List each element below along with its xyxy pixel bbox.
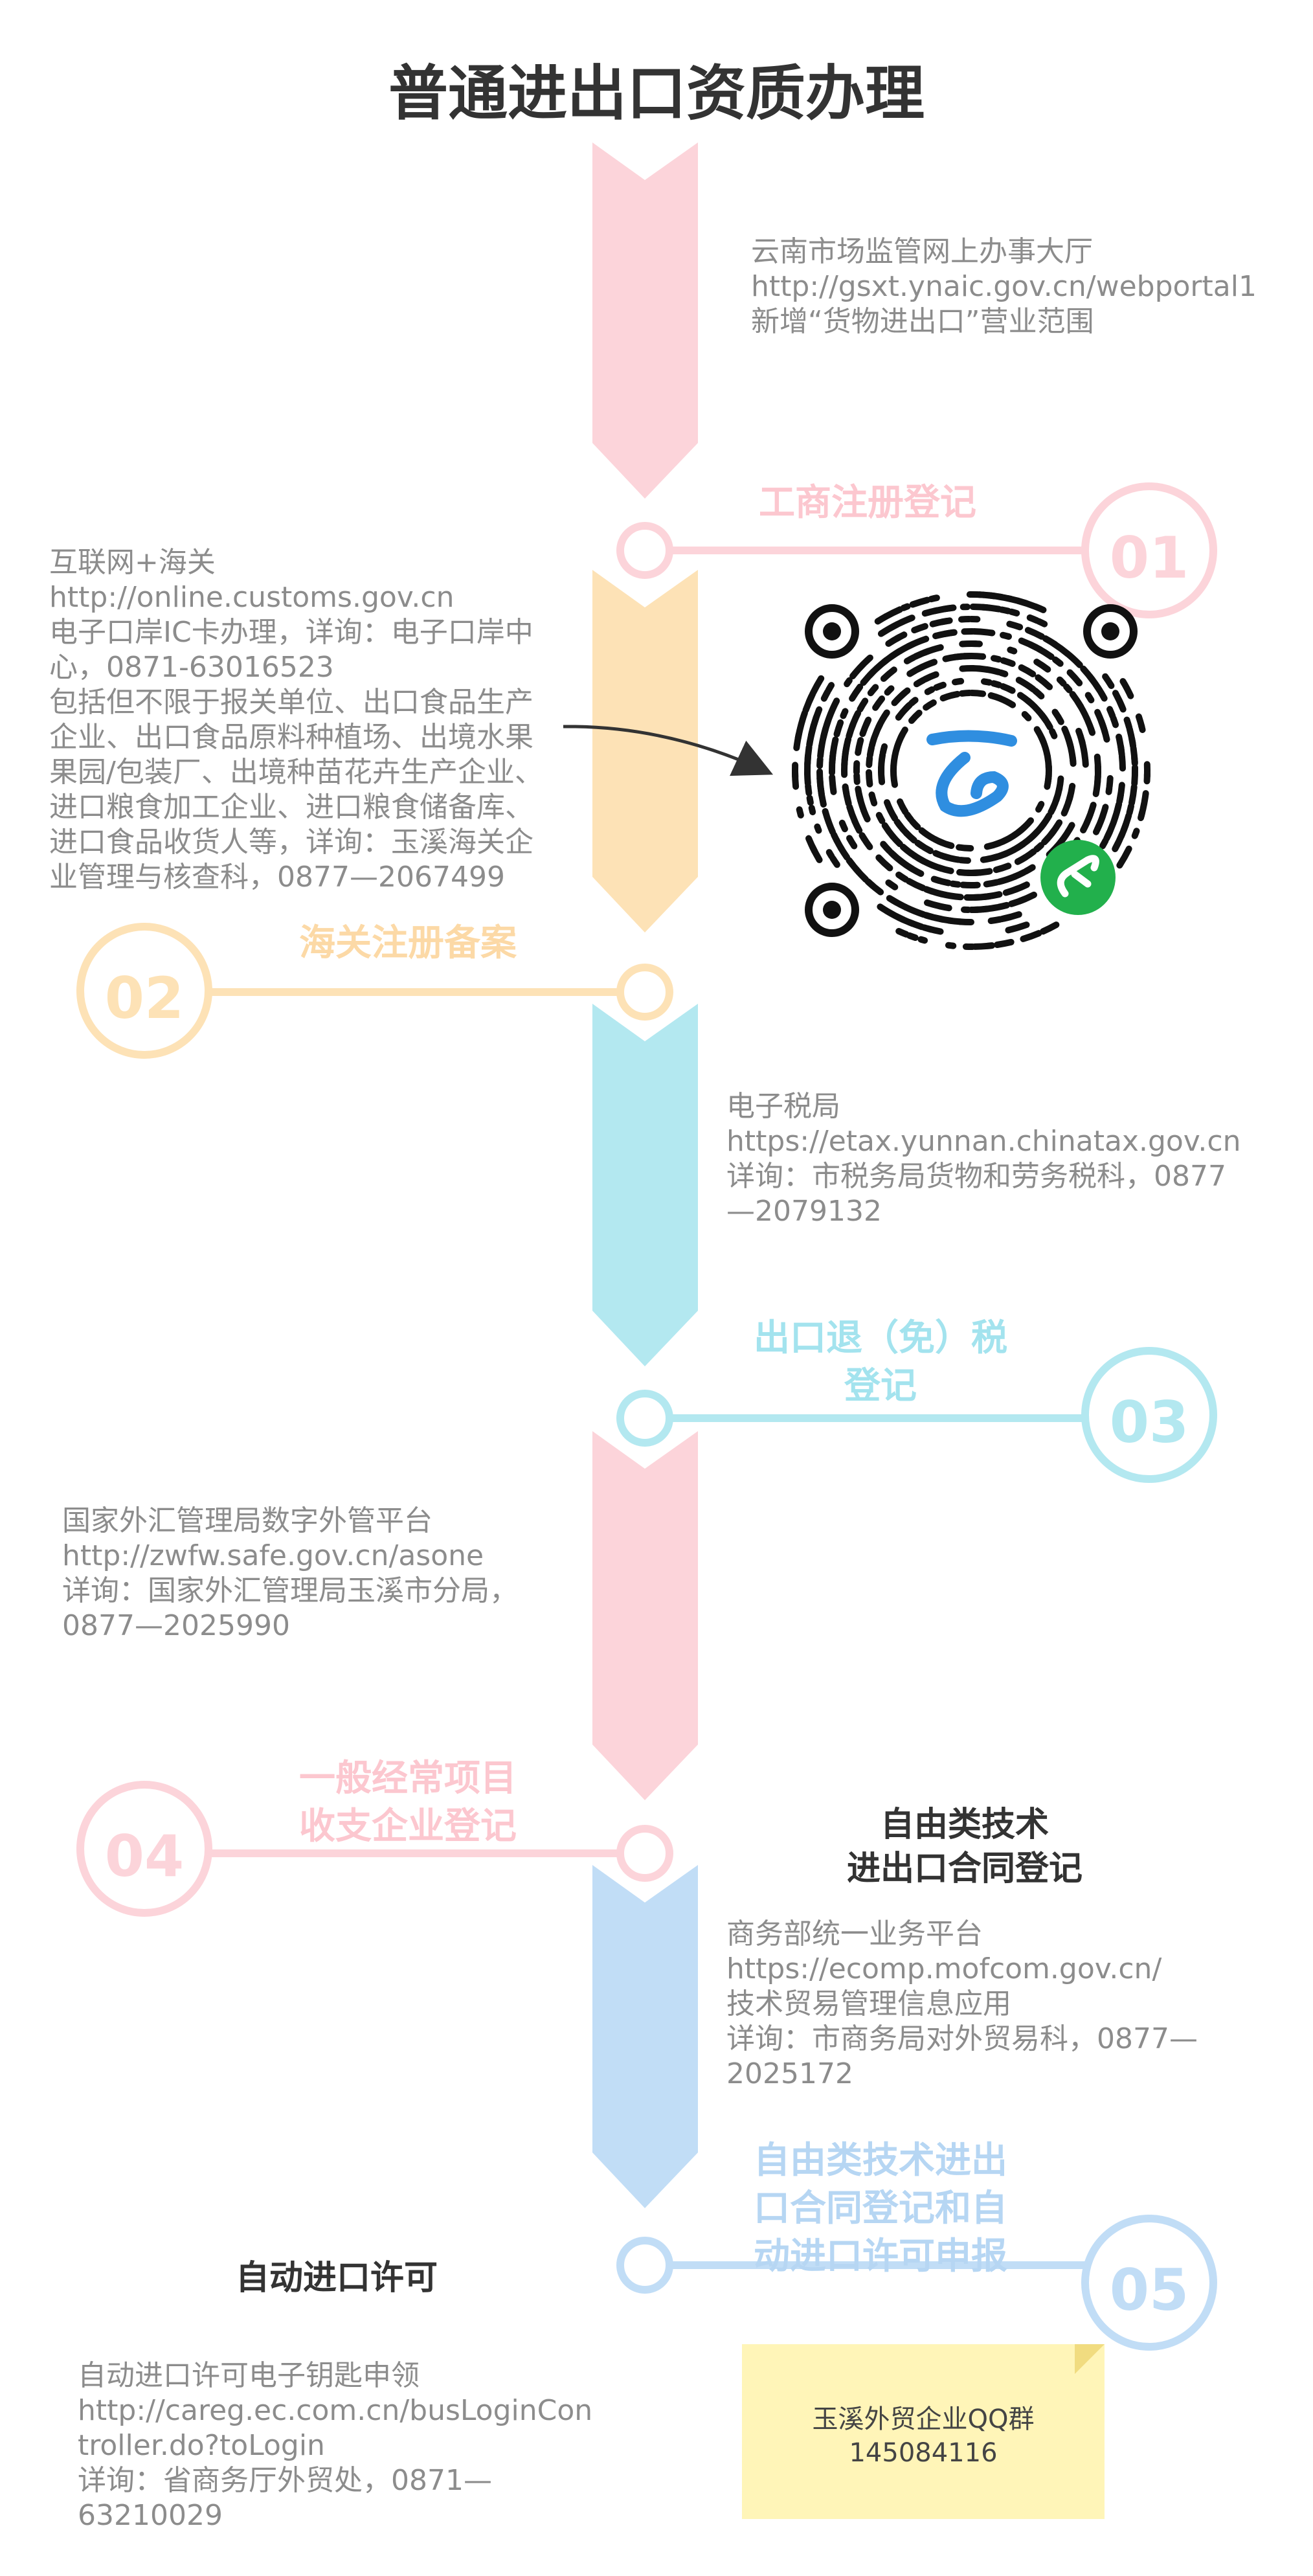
timeline-chevron-1 — [592, 142, 698, 499]
connector-node-3 — [616, 1390, 673, 1447]
page-title: 普通进出口资质办理 — [388, 58, 925, 128]
timeline-chevron-5 — [592, 1865, 698, 2208]
qr-finder-3 — [805, 883, 859, 937]
timeline-chevron-3 — [592, 1004, 698, 1366]
wechat-mini-program-qr-code[interactable] — [770, 570, 1172, 971]
stage-label-03: 出口退（免）税 登记 — [754, 1317, 1007, 1407]
stage-number-04: 04 — [76, 1781, 212, 1917]
info-stage-05b: 自动进口许可电子钥匙申领 http://careg.ec.com.cn/busL… — [78, 2359, 593, 2532]
info-stage-03: 电子税局 https://etax.yunnan.chinatax.gov.cn… — [726, 1090, 1241, 1228]
stage-number-05: 05 — [1081, 2215, 1217, 2351]
qq-group-text: 玉溪外贸企业QQ群 145084116 — [812, 2404, 1035, 2468]
stage-label-02: 海关注册备案 — [299, 922, 517, 964]
info-stage-02: 互联网+海关 http://online.customs.gov.cn 电子口岸… — [49, 546, 543, 894]
info-stage-05a-title: 自由类技术 进出口合同登记 — [846, 1805, 1083, 1888]
note-fold-corner — [1075, 2344, 1105, 2374]
stage-label-05: 自由类技术进出 口合同登记和自 动进口许可申报 — [754, 2140, 1007, 2277]
qr-finder-2 — [1083, 604, 1138, 659]
connector-node-1 — [616, 522, 673, 579]
connector-node-2 — [616, 964, 673, 1021]
info-stage-04: 国家外汇管理局数字外管平台 http://zwfw.safe.gov.cn/as… — [62, 1504, 518, 1642]
stage-label-04: 一般经常项目 收支企业登记 — [299, 1757, 517, 1847]
qq-group-note — [742, 2344, 1105, 2519]
timeline-chevron-4 — [592, 1431, 698, 1800]
connector-node-5 — [616, 2237, 673, 2294]
stage-label-01: 工商注册登记 — [759, 482, 976, 524]
info-stage-01: 云南市场监管网上办事大厅 http://gsxt.ynaic.gov.cn/we… — [751, 235, 1257, 338]
info-stage-05b-title: 自动进口许可 — [235, 2259, 438, 2298]
qr-dots — [791, 591, 1151, 951]
connector-node-4 — [616, 1825, 673, 1882]
timeline-chevron-2 — [592, 570, 698, 932]
info-stage-05a: 商务部统一业务平台 https://ecomp.mofcom.gov.cn/ 技… — [726, 1917, 1198, 2090]
stage-number-03: 03 — [1081, 1347, 1217, 1483]
stage-number-02: 02 — [76, 923, 212, 1059]
qr-finder-1 — [805, 604, 859, 659]
